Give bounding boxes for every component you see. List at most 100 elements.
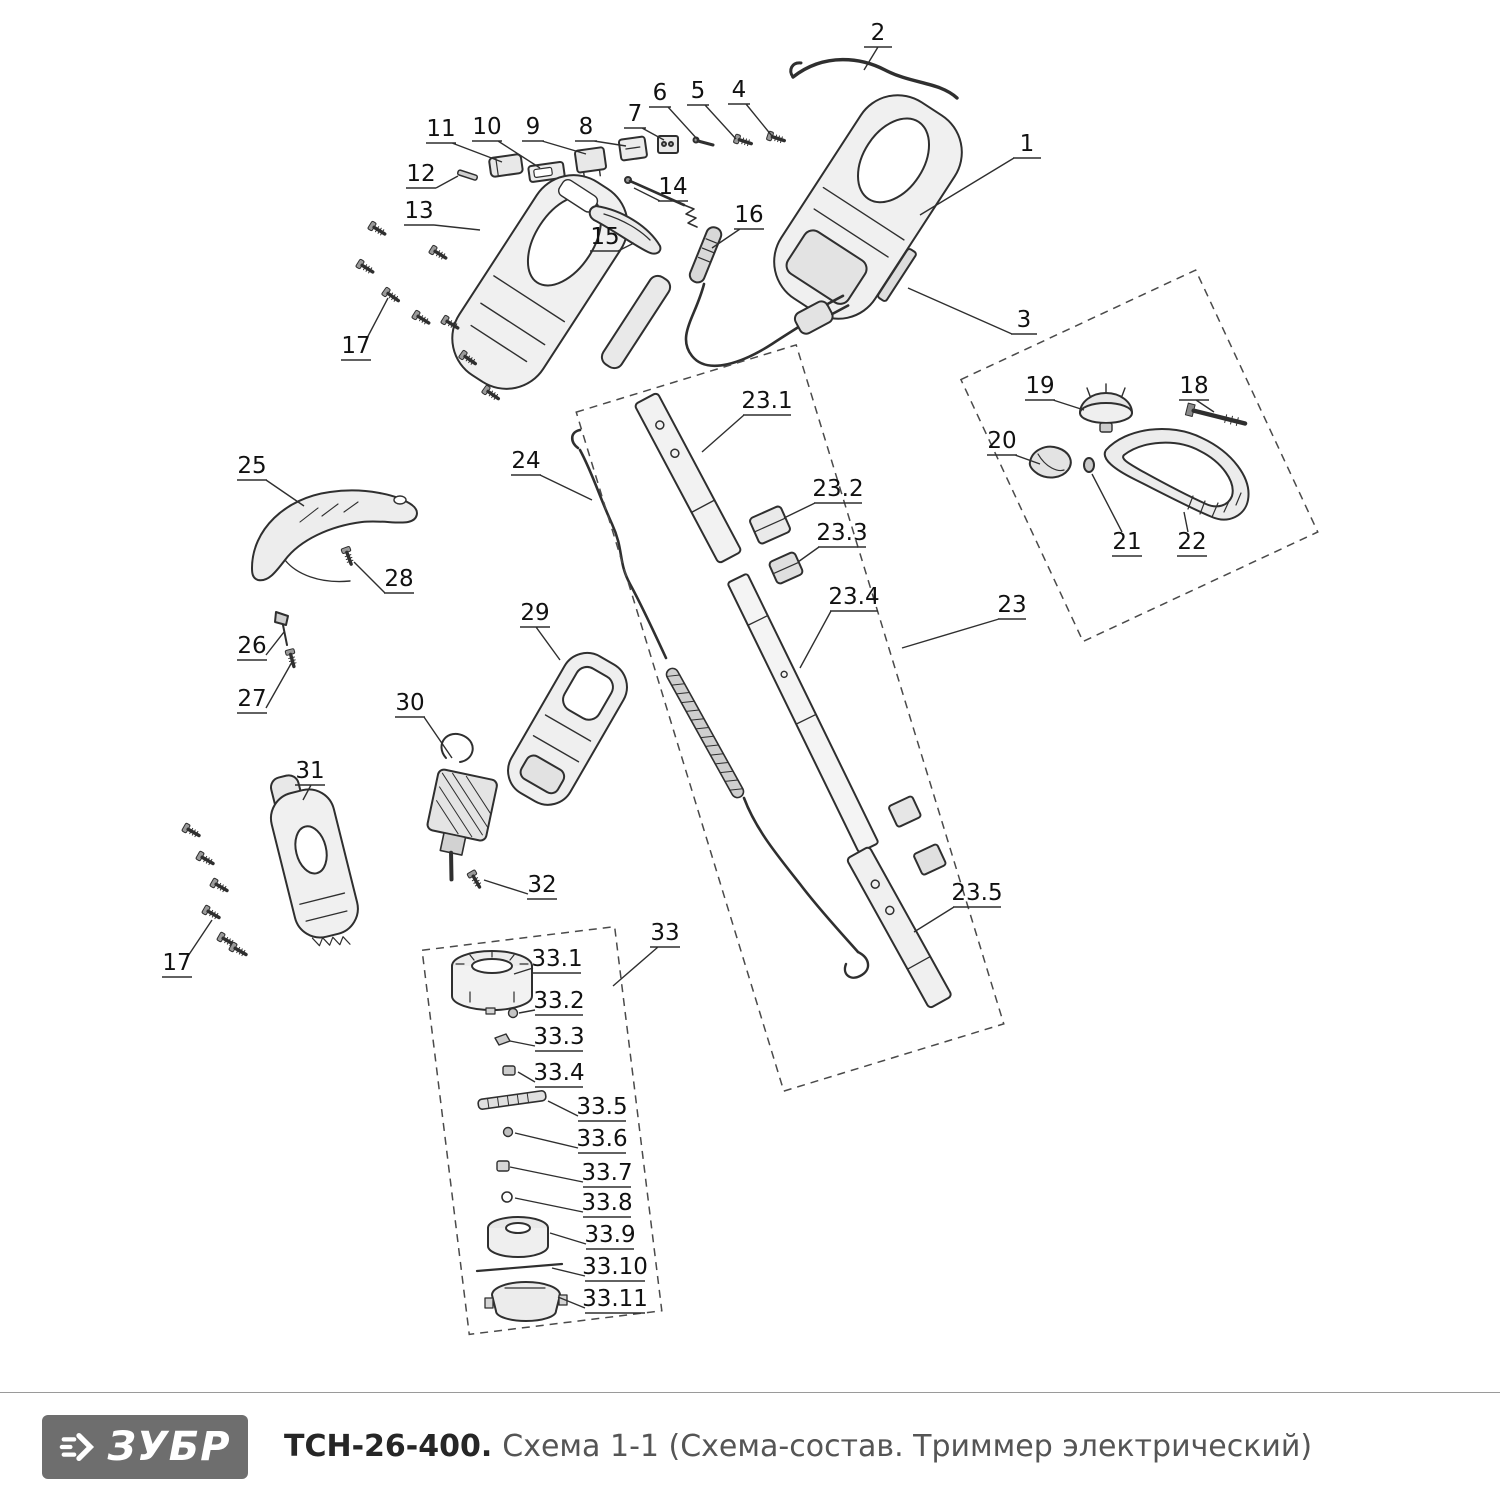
part-33-9-spool: [487, 1216, 549, 1258]
zubr-logo: ЗУБР: [42, 1414, 248, 1479]
part-16-cord-plug: [684, 226, 850, 367]
part-2-cord: [789, 58, 959, 100]
part-25-guard: [251, 489, 418, 583]
part-8-block: [617, 135, 648, 162]
part-label-23-3: 23.3: [816, 520, 867, 546]
part-label-26: 26: [237, 633, 266, 659]
part-label-2: 2: [871, 20, 886, 46]
zubr-emblem-icon: [60, 1432, 95, 1461]
part-17-screws-lower: [179, 821, 250, 961]
part-label-7: 7: [628, 101, 643, 127]
part-23-3-sleeve: [768, 551, 804, 585]
part-label-9: 9: [526, 114, 541, 140]
part-13-housing-left: [451, 174, 629, 390]
group-box-trimmer-head: [421, 925, 663, 1336]
part-label-18: 18: [1179, 373, 1208, 399]
part-label-12: 12: [406, 161, 435, 187]
part-label-23-4: 23.4: [828, 584, 879, 610]
footer: ЗУБР ТСН-26-400.Схема 1-1 (Схема-состав.…: [0, 1392, 1500, 1500]
part-3-strip: [877, 248, 917, 302]
part-label-24: 24: [511, 448, 540, 474]
part-label-32: 32: [527, 872, 556, 898]
schema-caption: ТСН-26-400.Схема 1-1 (Схема-состав. Трим…: [284, 1429, 1312, 1464]
part-26-latch: [274, 611, 289, 646]
schema-model: ТСН-26-400.: [284, 1429, 493, 1464]
part-label-27: 27: [237, 686, 266, 712]
part-33-10-line: [475, 1262, 564, 1273]
part-1-housing-right: [773, 94, 963, 320]
part-11-bracket: [488, 153, 524, 178]
part-label-1: 1: [1020, 131, 1035, 157]
part-15-lever: [588, 205, 662, 255]
part-19-knob: [1079, 383, 1133, 433]
part-label-25: 25: [237, 453, 266, 479]
part-label-33-5: 33.5: [576, 1094, 627, 1120]
leader-lines-layer: [162, 46, 1215, 1314]
part-28-screw: [339, 544, 358, 568]
part-23-1-tube: [634, 392, 742, 564]
part-label-23-2: 23.2: [812, 476, 863, 502]
part-label-23-5: 23.5: [951, 880, 1002, 906]
part-label-8: 8: [579, 114, 594, 140]
part-21-washer: [1083, 457, 1095, 473]
part-label-10: 10: [472, 114, 501, 140]
part-23-5-tube: [846, 846, 952, 1009]
part-label-23-1: 23.1: [741, 388, 792, 414]
part-33-11-cover: [484, 1281, 568, 1322]
part-23-coupler-a: [888, 795, 922, 828]
part-label-28: 28: [384, 566, 413, 592]
part-32-screw: [465, 867, 486, 891]
part-label-4: 4: [732, 77, 747, 103]
part-label-13: 13: [404, 198, 433, 224]
part-30-armature: [426, 733, 498, 882]
part-33-7-cap: [496, 1160, 510, 1172]
group-boxes-layer: [421, 269, 1319, 1336]
part-33-3-clip: [494, 1033, 511, 1046]
parts-layer: [179, 58, 1250, 1322]
part-33-4-insert: [502, 1065, 516, 1076]
part-23-2-sleeve: [749, 505, 791, 545]
part-label-15: 15: [590, 224, 619, 250]
part-20-clamp: [1028, 445, 1072, 479]
part-label-33-9: 33.9: [584, 1222, 635, 1248]
part-33-5-lever: [477, 1090, 547, 1110]
part-label-5: 5: [691, 78, 706, 104]
part-label-33-10: 33.10: [582, 1254, 648, 1280]
part-27-screw: [283, 646, 300, 670]
part-label-6: 6: [653, 80, 668, 106]
part-label-33-2: 33.2: [533, 988, 584, 1014]
part-label-33-7: 33.7: [581, 1160, 632, 1186]
part-31-gear-housing: [269, 774, 359, 947]
labels-layer: 2 6 5 4 7 8 9 10 11 12 13 14 16 15 1 3 1…: [162, 20, 1208, 1312]
brand-name: ЗУБР: [107, 1423, 231, 1470]
part-13-housing-edge: [600, 274, 672, 370]
group-box-handle-kit: [959, 269, 1319, 643]
part-12-pin: [456, 169, 479, 181]
part-label-3: 3: [1017, 307, 1032, 333]
exploded-diagram: 2 6 5 4 7 8 9 10 11 12 13 14 16 15 1 3 1…: [162, 20, 1319, 1336]
part-label-11: 11: [426, 116, 455, 142]
part-33-1-head-body: [451, 950, 533, 1015]
part-label-23: 23: [997, 592, 1026, 618]
part-label-33-4: 33.4: [533, 1060, 584, 1086]
part-33-6-nut: [502, 1126, 514, 1138]
part-label-31: 31: [295, 758, 324, 784]
group-box-shaft-assembly: [575, 343, 1005, 1093]
part-33-2-nut: [507, 1007, 519, 1019]
part-label-33-11: 33.11: [582, 1286, 648, 1312]
part-label-33-6: 33.6: [576, 1126, 627, 1152]
part-label-29: 29: [520, 600, 549, 626]
part-label-33: 33: [650, 920, 679, 946]
part-label-33-3: 33.3: [533, 1024, 584, 1050]
part-label-33-1: 33.1: [531, 946, 582, 972]
part-23-coupler-b: [913, 843, 947, 876]
part-5-screw: [731, 132, 755, 150]
part-label-17a: 17: [341, 333, 370, 359]
part-22-aux-handle: [1103, 427, 1250, 521]
part-18-bolt: [1184, 402, 1248, 426]
part-label-21: 21: [1112, 529, 1141, 555]
part-label-19: 19: [1025, 373, 1054, 399]
part-label-20: 20: [987, 428, 1016, 454]
part-33-8-ring: [501, 1191, 513, 1203]
